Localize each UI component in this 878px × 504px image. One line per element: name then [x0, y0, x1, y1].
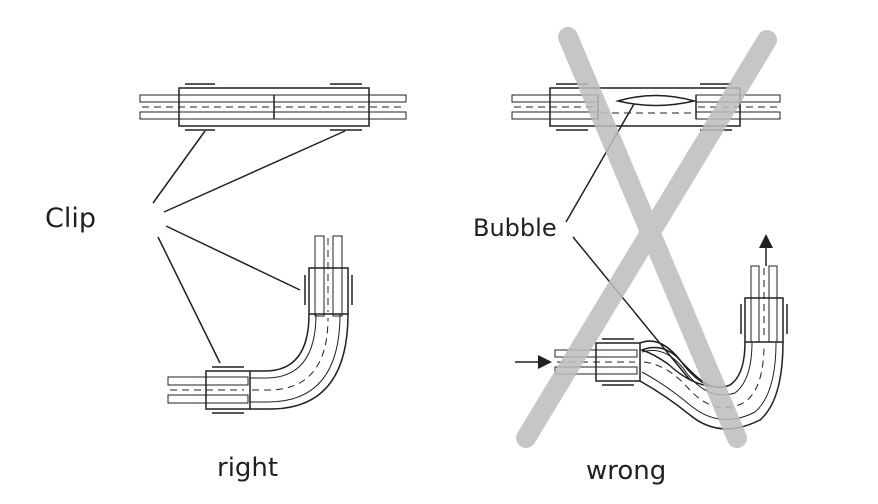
- tube-wall: [750, 265, 760, 343]
- tube-wall: [768, 265, 778, 343]
- bubble-label: Bubble: [473, 214, 557, 242]
- tube-wall: [167, 376, 249, 386]
- sleeve: [308, 267, 349, 315]
- air-bubble: [615, 94, 697, 107]
- elbow-wall: [250, 313, 317, 379]
- elbow-wall: [250, 313, 341, 403]
- clip-label: Clip: [45, 203, 96, 234]
- leader-line: [163, 130, 346, 213]
- flow-arrow-head: [538, 355, 552, 369]
- cross-stroke: [516, 30, 777, 448]
- leader-line: [165, 225, 301, 291]
- leader-line: [565, 103, 635, 223]
- tube-wall-bottom: [139, 111, 407, 120]
- tube-wall: [314, 235, 325, 317]
- bubble-leader-lines: [565, 103, 691, 381]
- clip-leader-lines: [152, 130, 346, 364]
- tube-wall: [511, 111, 599, 120]
- right-elbow-connection: [167, 235, 353, 414]
- sleeve: [744, 297, 784, 343]
- liquid: [252, 317, 329, 391]
- tube-wall-top: [139, 94, 407, 103]
- sleeve: [595, 342, 641, 382]
- right-straight-connection: [139, 83, 407, 131]
- sleeve: [205, 370, 251, 410]
- leader-line: [152, 130, 206, 204]
- flow-arrow-head: [759, 234, 773, 248]
- leader-line: [157, 236, 221, 364]
- tube-wall: [167, 394, 249, 404]
- elbow-inner: [250, 313, 310, 372]
- wrong-cross-mark: [516, 27, 777, 448]
- right-caption: right: [217, 453, 279, 483]
- leader-line: [572, 236, 691, 381]
- elbow-outer: [250, 313, 349, 410]
- tube-wall: [332, 235, 343, 317]
- wrong-caption: wrong: [586, 456, 667, 486]
